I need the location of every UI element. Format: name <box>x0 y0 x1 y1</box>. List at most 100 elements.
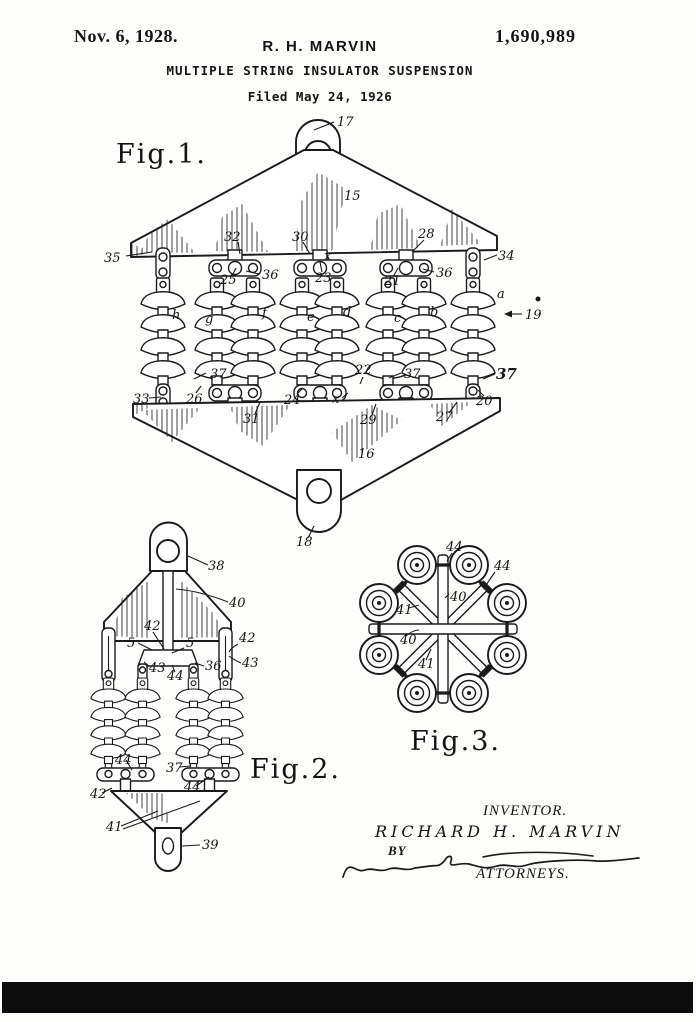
fig2-ref-5-left: 5 <box>127 636 135 651</box>
figure-1: Fig.1. <box>104 115 542 550</box>
fig3-ref-41-lower: 41 <box>417 657 435 672</box>
fig1-ref-23: 23 <box>314 271 332 286</box>
fig1-ref-19: 19 <box>525 308 542 323</box>
fig3-leader-lines <box>405 552 496 661</box>
filed-date: Filed May 24, 1926 <box>247 89 393 104</box>
fig2-ref-42-right: 42 <box>238 631 256 646</box>
fig1-ref-34: 34 <box>498 249 515 264</box>
fig3-cross-bars <box>368 554 518 704</box>
fig1-insulator-strings <box>141 278 495 400</box>
fig2-ref-42-left: 42 <box>143 619 161 634</box>
fig1-ref-31: 31 <box>243 412 260 427</box>
fig1-ref-37-mid: 37 <box>404 367 421 382</box>
fig1-ref-37-right: 37 <box>496 365 517 383</box>
fig1-ref-37-left: 37 <box>210 367 227 382</box>
by-label: BY <box>388 843 407 858</box>
fig1-upper-plate-hatching <box>131 172 481 257</box>
fig1-ref-x-upper: x <box>324 249 332 264</box>
fig2-ref-44-left: 44 <box>114 753 132 768</box>
fig1-string-letter-c: c <box>394 311 402 326</box>
fig1-ref-15: 15 <box>344 189 361 204</box>
ink-dot <box>535 296 541 302</box>
insulator-string <box>141 278 185 400</box>
fig2-ref-38: 38 <box>208 559 225 574</box>
fig2-ref-44-right: 44 <box>183 780 201 795</box>
fig1-leader-lines <box>125 121 541 539</box>
fig1-ref-29: 29 <box>359 413 377 428</box>
fig1-string-letter-g: g <box>205 312 213 327</box>
fig1-caption: Fig.1. <box>116 139 207 170</box>
attorneys-caption: ATTORNEYS. <box>476 866 570 882</box>
insulator-disc <box>359 635 399 675</box>
fig2-ref-42-bottom: 42 <box>89 787 107 802</box>
insulator-disc <box>487 583 527 623</box>
figure-3: Fig.3. <box>359 540 527 757</box>
insulator-disc <box>449 673 489 713</box>
fig1-string-letter-a: a <box>497 287 505 302</box>
fig1-ref-33: 33 <box>133 392 150 407</box>
fig1-ref-20: 20 <box>475 394 493 409</box>
fig2-ref-43-left: 43 <box>148 661 166 676</box>
insulator-disc <box>397 673 437 713</box>
fig1-ref-36-left: 36 <box>262 268 279 283</box>
fig2-side-straps <box>101 627 233 683</box>
attorney-signature <box>342 851 640 878</box>
scan-artifact-bar <box>2 982 693 1013</box>
fig1-string-letter-h: h <box>172 308 180 323</box>
insulator-disc <box>487 635 527 675</box>
fig3-ref-44-top: 44 <box>445 540 463 555</box>
fig1-string-letter-f: f <box>261 306 269 321</box>
fig1-ref-30: 30 <box>292 230 309 245</box>
fig1-ref-28: 28 <box>417 227 435 242</box>
fig1-ref-21: 21 <box>383 274 401 289</box>
fig2-spreader-yoke <box>137 649 199 667</box>
fig1-ref-35: 35 <box>104 251 121 266</box>
issue-date: Nov. 6, 1928. <box>74 26 179 46</box>
fig1-ref-26: 26 <box>185 392 203 407</box>
insulator-string <box>280 278 324 400</box>
fig2-ref-39: 39 <box>202 838 219 853</box>
fig1-ref-x-lower: x <box>332 392 340 407</box>
fig3-caption: Fig.3. <box>410 726 501 757</box>
fig2-caption: Fig.2. <box>250 754 341 785</box>
fig2-leader-lines <box>101 555 242 847</box>
fig2-ref-41: 41 <box>105 820 123 835</box>
insulator-string <box>315 278 359 400</box>
inventor-caption: INVENTOR. <box>483 803 568 819</box>
fig1-ref-27: 27 <box>435 410 453 425</box>
fig3-ref-40-horizontal: 40 <box>399 633 417 648</box>
fig1-ref-25: 25 <box>219 273 237 288</box>
fig1-string-letter-e: e <box>307 310 315 325</box>
fig2-ref-40: 40 <box>228 596 246 611</box>
fig1-lower-plate-hatching <box>133 402 472 462</box>
fig3-ref-44-right: 44 <box>493 559 511 574</box>
fig1-ref-32: 32 <box>224 230 241 245</box>
inventor-signature-name: RICHARD H. MARVIN <box>375 822 625 841</box>
fig3-ref-41-upper: 41 <box>395 603 413 618</box>
fig2-ref-43-right: 43 <box>241 656 259 671</box>
fig2-ref-5-right: 5 <box>186 636 194 651</box>
insulator-disc <box>359 583 399 623</box>
fig3-ref-40-vertical: 40 <box>449 590 467 605</box>
insulator-string <box>208 678 243 775</box>
fig2-ref-44-top: 44 <box>166 669 184 684</box>
fig1-ref-16: 16 <box>358 447 375 462</box>
fig1-ref-24: 24 <box>283 393 301 408</box>
fig1-ref-22: 22 <box>354 363 372 378</box>
fig1-ref-18: 18 <box>296 535 313 550</box>
fig2-center-bar <box>162 570 174 654</box>
fig2-bottom-yokes <box>96 767 240 793</box>
fig2-ref-37: 37 <box>166 761 183 776</box>
fig3-corner-nuts <box>393 580 493 678</box>
figure-2: Fig.2. <box>89 521 341 872</box>
fig1-string-letter-d: d <box>343 305 351 320</box>
fig2-ref-36: 36 <box>205 659 222 674</box>
inventor-header-name: R. H. MARVIN <box>262 38 378 55</box>
patent-number: 1,690,989 <box>495 26 576 46</box>
insulator-string <box>231 278 275 400</box>
patent-title: MULTIPLE STRING INSULATOR SUSPENSION <box>166 63 474 78</box>
fig1-string-letter-b: b <box>430 305 438 320</box>
insulator-disc <box>397 545 437 585</box>
